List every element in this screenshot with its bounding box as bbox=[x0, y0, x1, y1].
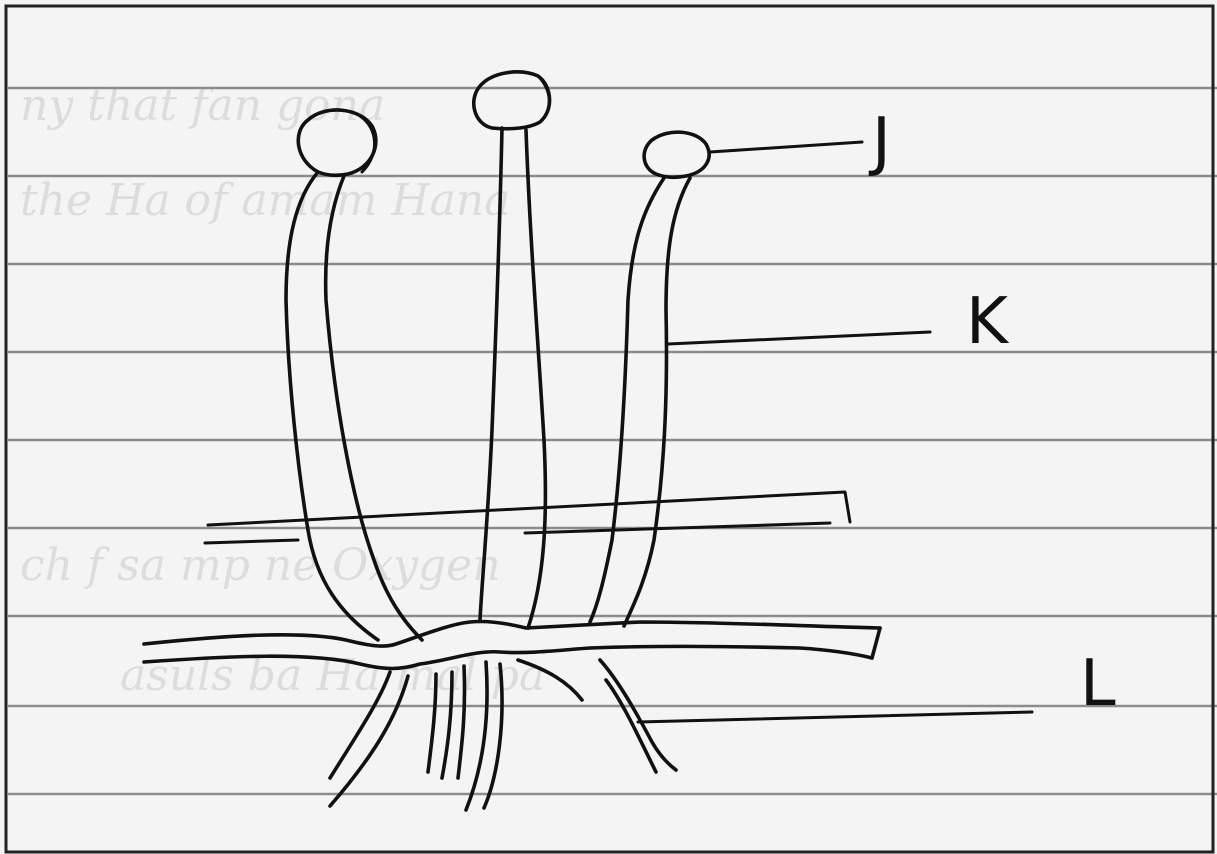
svg-text:ch f sa mp ne Oxyg: ch f sa mp ne Oxygen bbox=[20, 540, 501, 591]
svg-text:the Ha of amam Hana: the Ha of amam Hana bbox=[20, 175, 510, 226]
leader-line-k bbox=[668, 332, 930, 344]
leader-line-l bbox=[638, 712, 1032, 722]
rhizoid-5 bbox=[600, 660, 676, 770]
label-j: J bbox=[872, 110, 891, 174]
stolon-tip bbox=[872, 628, 880, 658]
label-k: K bbox=[966, 290, 1008, 354]
rhizoid-5b bbox=[606, 680, 656, 772]
stolon-upper bbox=[144, 621, 880, 646]
substrate-line-lower bbox=[205, 523, 830, 543]
sporangium-right bbox=[644, 132, 709, 177]
sporangium-middle bbox=[474, 72, 550, 129]
show-through-text: ny that fan gona the Ha of amam Hana ch … bbox=[20, 80, 545, 701]
label-l: L bbox=[1080, 652, 1116, 716]
leader-lines bbox=[638, 142, 1032, 722]
leader-line-j bbox=[710, 142, 862, 152]
page-border bbox=[6, 6, 1213, 852]
sporangiophore-right-outer bbox=[590, 178, 664, 622]
sporangiophore-middle-right bbox=[526, 130, 545, 628]
